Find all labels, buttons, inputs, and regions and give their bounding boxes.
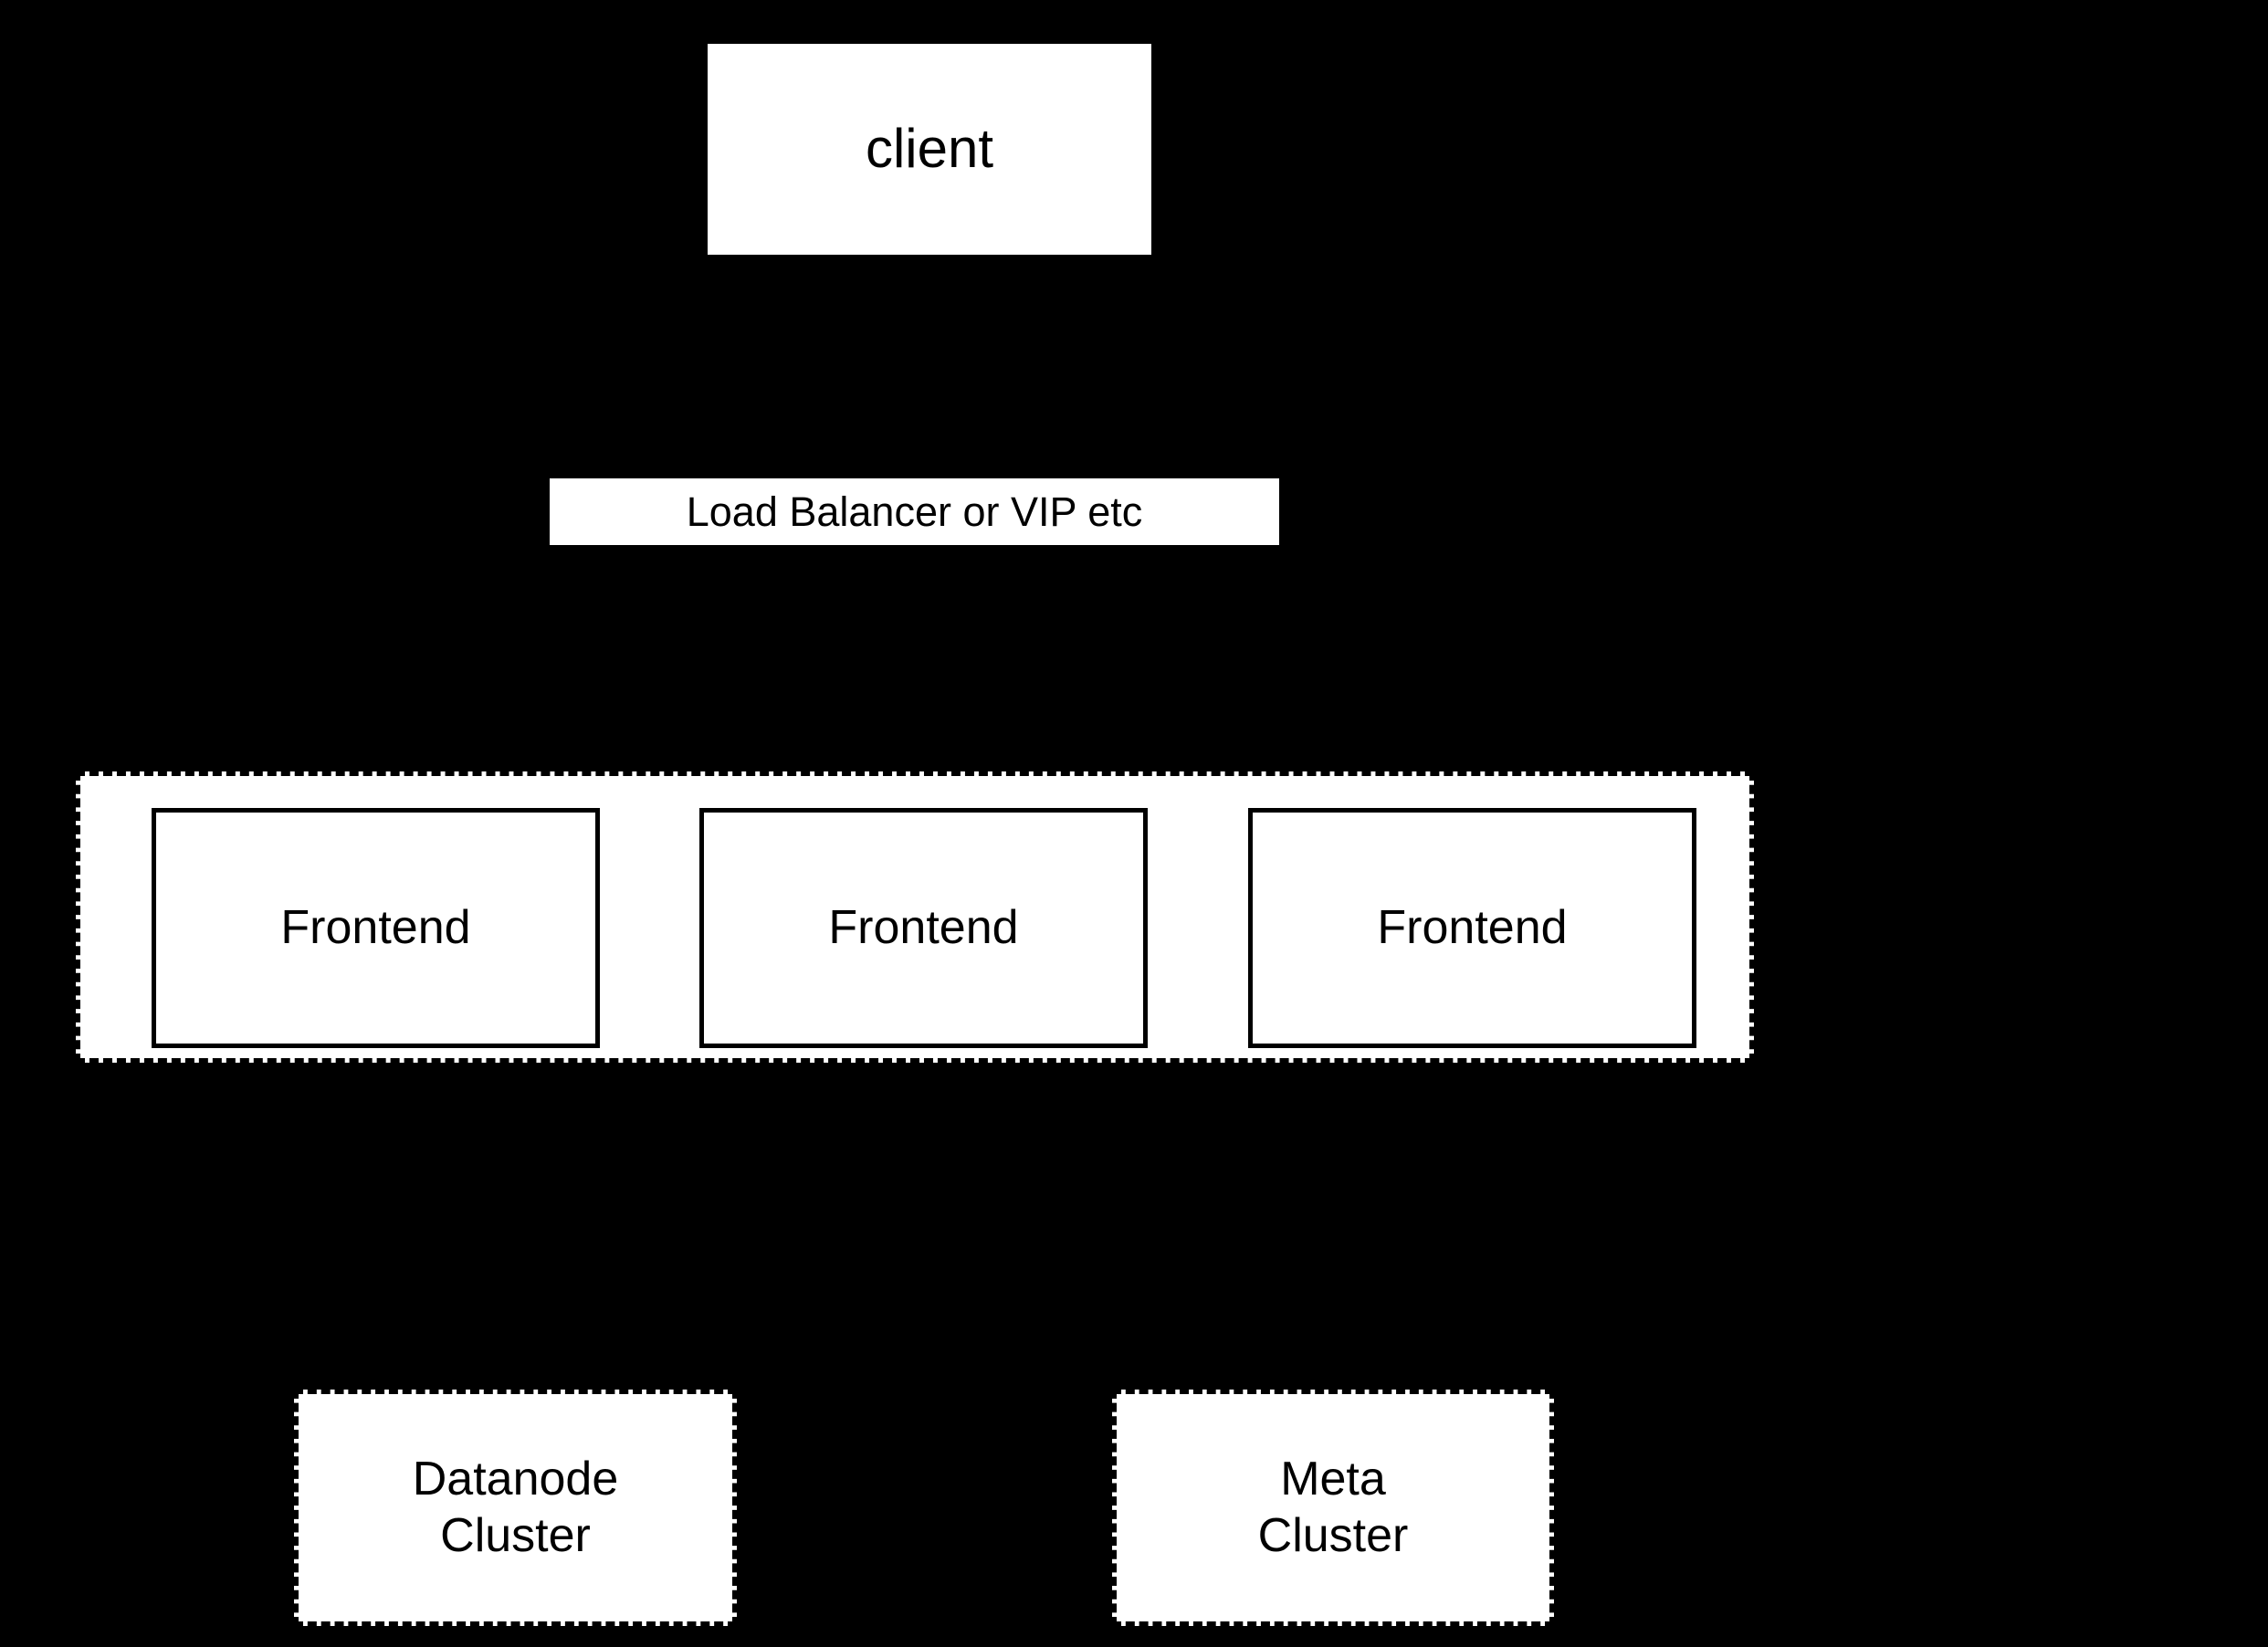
node-frontend-2[interactable]: Frontend — [699, 808, 1148, 1048]
node-frontend-1-label: Frontend — [280, 900, 471, 954]
node-frontend-1[interactable]: Frontend — [152, 808, 600, 1048]
node-frontend-3[interactable]: Frontend — [1248, 808, 1696, 1048]
node-datanode-cluster[interactable]: Datanode Cluster — [294, 1390, 737, 1626]
node-client[interactable]: client — [708, 44, 1151, 255]
node-client-label: client — [865, 118, 994, 180]
node-frontend-3-label: Frontend — [1377, 900, 1568, 954]
node-load-balancer[interactable]: Load Balancer or VIP etc — [550, 478, 1279, 545]
node-datanode-cluster-label: Datanode Cluster — [412, 1453, 619, 1562]
node-meta-cluster[interactable]: Meta Cluster — [1112, 1390, 1554, 1626]
node-meta-cluster-label: Meta Cluster — [1257, 1453, 1409, 1562]
group-frontend-cluster[interactable]: Frontend Frontend Frontend — [76, 771, 1754, 1063]
node-frontend-2-label: Frontend — [828, 900, 1019, 954]
node-load-balancer-label: Load Balancer or VIP etc — [686, 488, 1143, 535]
